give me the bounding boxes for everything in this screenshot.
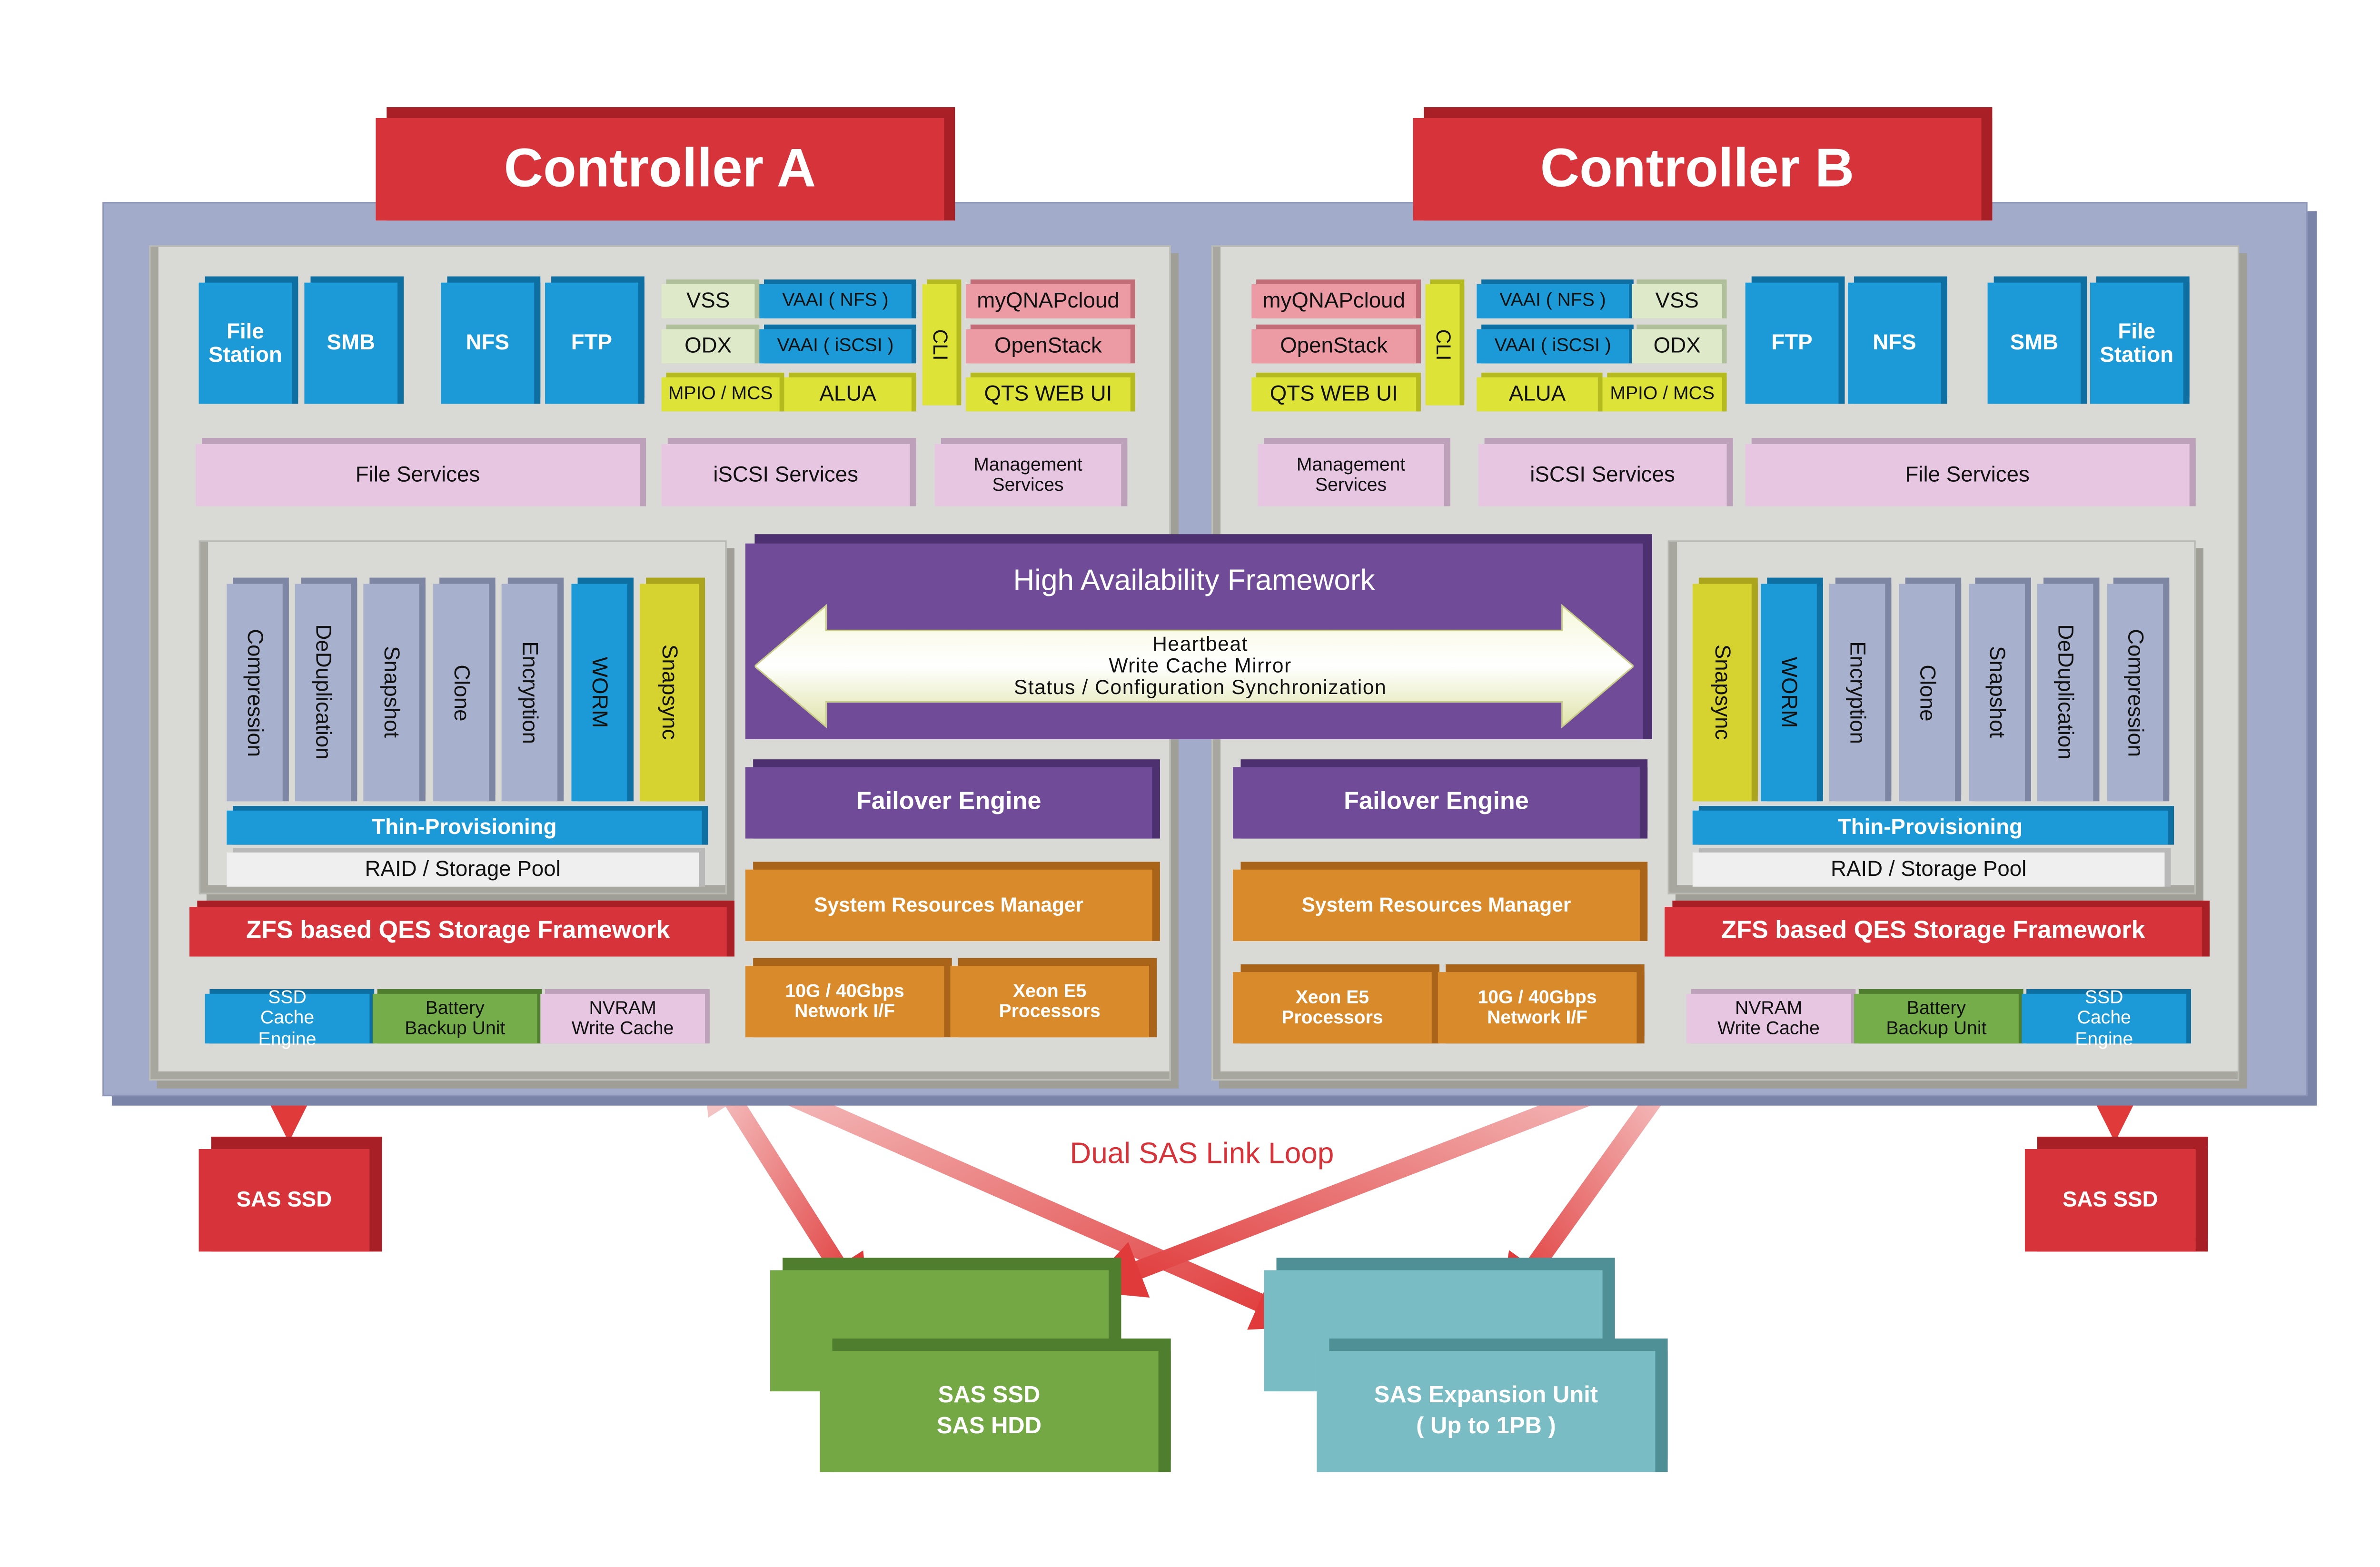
myqnapcloud-a: myQNAPcloud [966, 284, 1130, 318]
link-b-to-expansion [1498, 1066, 1682, 1316]
alua-a: ALUA [784, 377, 912, 412]
odx-a: ODX [661, 329, 755, 364]
vaai-nfs-a: VAAI ( NFS ) [759, 284, 912, 318]
alua-b: ALUA [1477, 377, 1598, 412]
zfs-framework-a: ZFS based QES Storage Framework [189, 907, 727, 957]
nvram-write-cache-a-label: NVRAM Write Cache [571, 996, 674, 1039]
openstack-b: OpenStack [1251, 329, 1417, 364]
system-resources-manager-b: System Resources Manager [1233, 869, 1640, 941]
system-resources-manager-a: System Resources Manager [745, 869, 1152, 941]
management-services-b: Management Services [1258, 444, 1444, 506]
ha-title: High Availability Framework [1013, 564, 1375, 597]
compression-b: Compression [2107, 584, 2163, 802]
network-if-b: 10G / 40Gbps Network I/F [1438, 972, 1637, 1044]
disk-line-1: SAS SSD [938, 1381, 1041, 1408]
file-station-a: File Station [198, 282, 292, 404]
iscsi-services-a: iSCSI Services [661, 444, 910, 506]
snapshot-b: Snapshot [1969, 584, 2025, 802]
ssd-cache-engine-a-label: SSD Cache Engine [258, 986, 317, 1049]
battery-backup-b-label: Battery Backup Unit [1886, 996, 1987, 1039]
ha-status-sync: Status / Configuration Synchronization [1013, 675, 1387, 699]
ha-items: Heartbeat Write Cache Mirror Status / Co… [839, 627, 1562, 705]
controller-a-title: Controller A [376, 118, 944, 221]
encryption-a: Encryption [501, 584, 558, 802]
ssd-cache-engine-b: SSD Cache Engine [2022, 987, 2187, 1048]
raid-storage-pool-b: RAID / Storage Pool [1692, 852, 2165, 887]
link-a-to-disk [701, 1051, 870, 1317]
network-if-a: 10G / 40Gbps Network I/F [745, 966, 944, 1038]
raid-storage-pool-a: RAID / Storage Pool [227, 852, 699, 887]
management-services-a: Management Services [934, 444, 1121, 506]
compression-a: Compression [227, 584, 283, 802]
mpio-mcs-b: MPIO / MCS [1602, 377, 1722, 412]
file-services-b: File Services [1745, 444, 2190, 506]
ha-heartbeat: Heartbeat [1152, 631, 1249, 655]
odx-b: ODX [1632, 329, 1722, 364]
file-station-b: File Station [2090, 282, 2183, 404]
vss-a: VSS [661, 284, 755, 318]
battery-backup-a-label: Battery Backup Unit [405, 996, 506, 1039]
nfs-a: NFS [441, 282, 535, 404]
xeon-processors-b: Xeon E5 Processors [1233, 972, 1432, 1044]
vaai-nfs-b: VAAI ( NFS ) [1477, 284, 1629, 318]
xeon-processors-b-label: Xeon E5 Processors [1281, 985, 1383, 1028]
cli-b: CLI [1425, 284, 1460, 406]
myqnapcloud-b: myQNAPcloud [1251, 284, 1417, 318]
sas-expansion-unit: SAS Expansion Unit ( Up to 1PB ) [1317, 1351, 1656, 1472]
network-if-b-label: 10G / 40Gbps Network I/F [1478, 985, 1597, 1028]
xeon-processors-a: Xeon E5 Processors [950, 966, 1150, 1038]
controller-b-title: Controller B [1413, 118, 1982, 221]
disk-line-2: SAS HDD [936, 1413, 1042, 1440]
ssd-cache-engine-b-label: SSD Cache Engine [2075, 986, 2133, 1049]
expansion-line-2: ( Up to 1PB ) [1416, 1413, 1556, 1440]
worm-a: WORM [571, 584, 627, 802]
ftp-b: FTP [1745, 282, 1839, 404]
vaai-iscsi-a: VAAI ( iSCSI ) [759, 329, 912, 364]
ftp-a: FTP [545, 282, 638, 404]
expansion-line-1: SAS Expansion Unit [1374, 1381, 1598, 1408]
qts-web-ui-b: QTS WEB UI [1251, 377, 1417, 412]
worm-b: WORM [1761, 584, 1817, 802]
file-services-a: File Services [196, 444, 640, 506]
nvram-write-cache-b: NVRAM Write Cache [1686, 993, 1851, 1044]
iscsi-services-b: iSCSI Services [1478, 444, 1727, 506]
network-if-a-label: 10G / 40Gbps Network I/F [785, 979, 904, 1022]
snapsync-b: Snapsync [1692, 584, 1752, 802]
ssd-cache-engine-a: SSD Cache Engine [205, 987, 370, 1048]
sas-ssd-right: SAS SSD [2024, 1149, 2196, 1252]
cli-a: CLI [922, 284, 957, 406]
nvram-write-cache-a: NVRAM Write Cache [540, 993, 705, 1044]
snapsync-a: Snapsync [640, 584, 699, 802]
sas-ssd-left: SAS SSD [198, 1149, 370, 1252]
clone-b: Clone [1899, 584, 1955, 802]
nvram-write-cache-b-label: NVRAM Write Cache [1717, 996, 1820, 1039]
smb-b: SMB [1987, 282, 2081, 404]
xeon-processors-a-label: Xeon E5 Processors [999, 979, 1101, 1022]
mpio-mcs-a: MPIO / MCS [661, 377, 780, 412]
qts-web-ui-a: QTS WEB UI [966, 377, 1130, 412]
smb-a: SMB [304, 282, 398, 404]
vaai-iscsi-b: VAAI ( iSCSI ) [1477, 329, 1629, 364]
vss-b: VSS [1632, 284, 1722, 318]
openstack-a: OpenStack [966, 329, 1130, 364]
battery-backup-a: Battery Backup Unit [372, 993, 537, 1044]
deduplication-b: DeDuplication [2037, 584, 2093, 802]
sas-ssd-hdd-unit: SAS SSD SAS HDD [820, 1351, 1159, 1472]
deduplication-a: DeDuplication [295, 584, 351, 802]
battery-backup-b: Battery Backup Unit [1854, 993, 2019, 1044]
clone-a: Clone [433, 584, 489, 802]
snapshot-a: Snapshot [363, 584, 419, 802]
zfs-framework-b: ZFS based QES Storage Framework [1665, 907, 2202, 957]
link-b-to-disk [1083, 1053, 1684, 1298]
failover-engine-b: Failover Engine [1233, 767, 1640, 839]
nfs-b: NFS [1848, 282, 1941, 404]
encryption-b: Encryption [1829, 584, 1885, 802]
ha-write-cache-mirror: Write Cache Mirror [1109, 653, 1292, 677]
ha-double-arrow [754, 604, 1634, 729]
dual-sas-link-label: Dual SAS Link Loop [1070, 1137, 1334, 1170]
failover-engine-a: Failover Engine [745, 767, 1152, 839]
thin-provisioning-a: Thin-Provisioning [227, 810, 702, 845]
thin-provisioning-b: Thin-Provisioning [1692, 810, 2168, 845]
